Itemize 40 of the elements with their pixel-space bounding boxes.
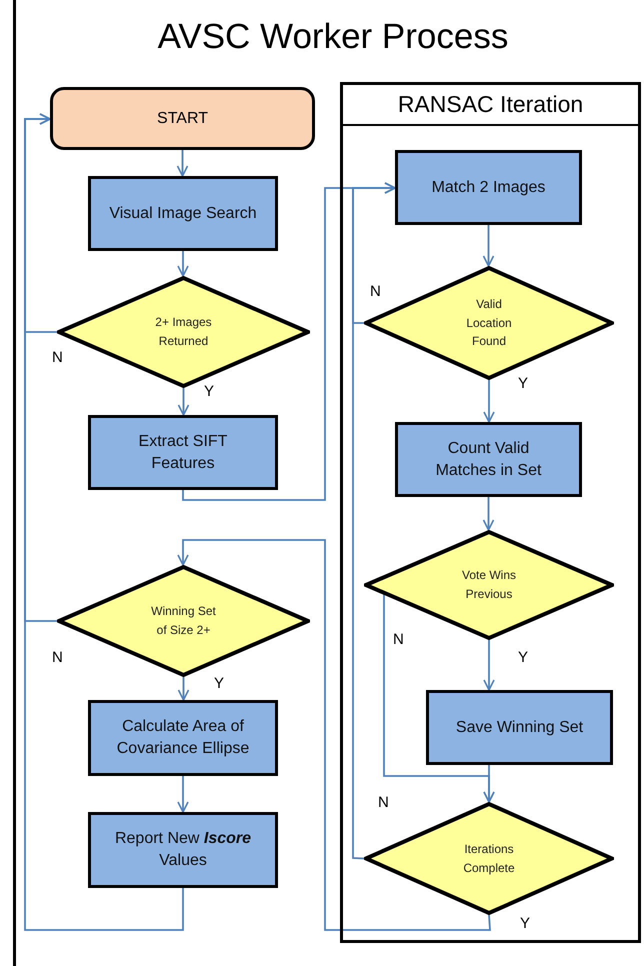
process-box: Count Valid Matches in Set: [395, 422, 582, 497]
process-box: Report New Iscore Values: [88, 812, 278, 888]
arrow: [482, 225, 494, 267]
frame-border: [13, 0, 644, 966]
edge-label: Y: [520, 916, 530, 931]
edge-label: N: [393, 632, 404, 647]
arrow: [483, 640, 495, 691]
edge-label: N: [378, 795, 389, 810]
decision-label: Vote Wins Previous: [460, 567, 518, 603]
edge-label: Y: [204, 384, 214, 399]
arrow: [483, 765, 495, 803]
process-box: Calculate Area of Covariance Ellipse: [88, 700, 278, 776]
edge-label: Y: [214, 676, 224, 691]
decision-label: Valid Location Found: [465, 296, 513, 350]
edge-label: N: [52, 650, 63, 665]
process-box: Extract SIFT Features: [88, 415, 278, 490]
process-box: Save Winning Set: [426, 690, 613, 765]
decision-label: Winning Set of Size 2+: [150, 603, 217, 639]
arrow: [176, 150, 188, 177]
edge-label: Y: [518, 376, 528, 391]
arrow: [178, 677, 190, 701]
process-box: Match 2 Images: [395, 150, 582, 225]
decision-label: 2+ Images Returned: [154, 314, 213, 350]
edge-label: N: [52, 350, 63, 365]
panel-border: [340, 82, 641, 943]
arrow: [483, 380, 495, 423]
arrow: [177, 251, 189, 277]
process-box: Visual Image Search: [88, 176, 278, 251]
panel-title: RANSAC Iteration: [340, 82, 641, 126]
frame-heading: AVSC Worker Process: [156, 17, 510, 57]
decision-label: Iterations Complete: [462, 840, 516, 876]
arrow: [177, 539, 491, 931]
edge-label: N: [370, 284, 381, 299]
arrow: [482, 497, 494, 531]
edge-label: Y: [518, 650, 528, 665]
arrow: [178, 388, 190, 416]
start-terminal: START: [50, 87, 315, 150]
arrow: [177, 776, 189, 813]
arrow: [24, 113, 184, 931]
arrow: [352, 182, 396, 860]
